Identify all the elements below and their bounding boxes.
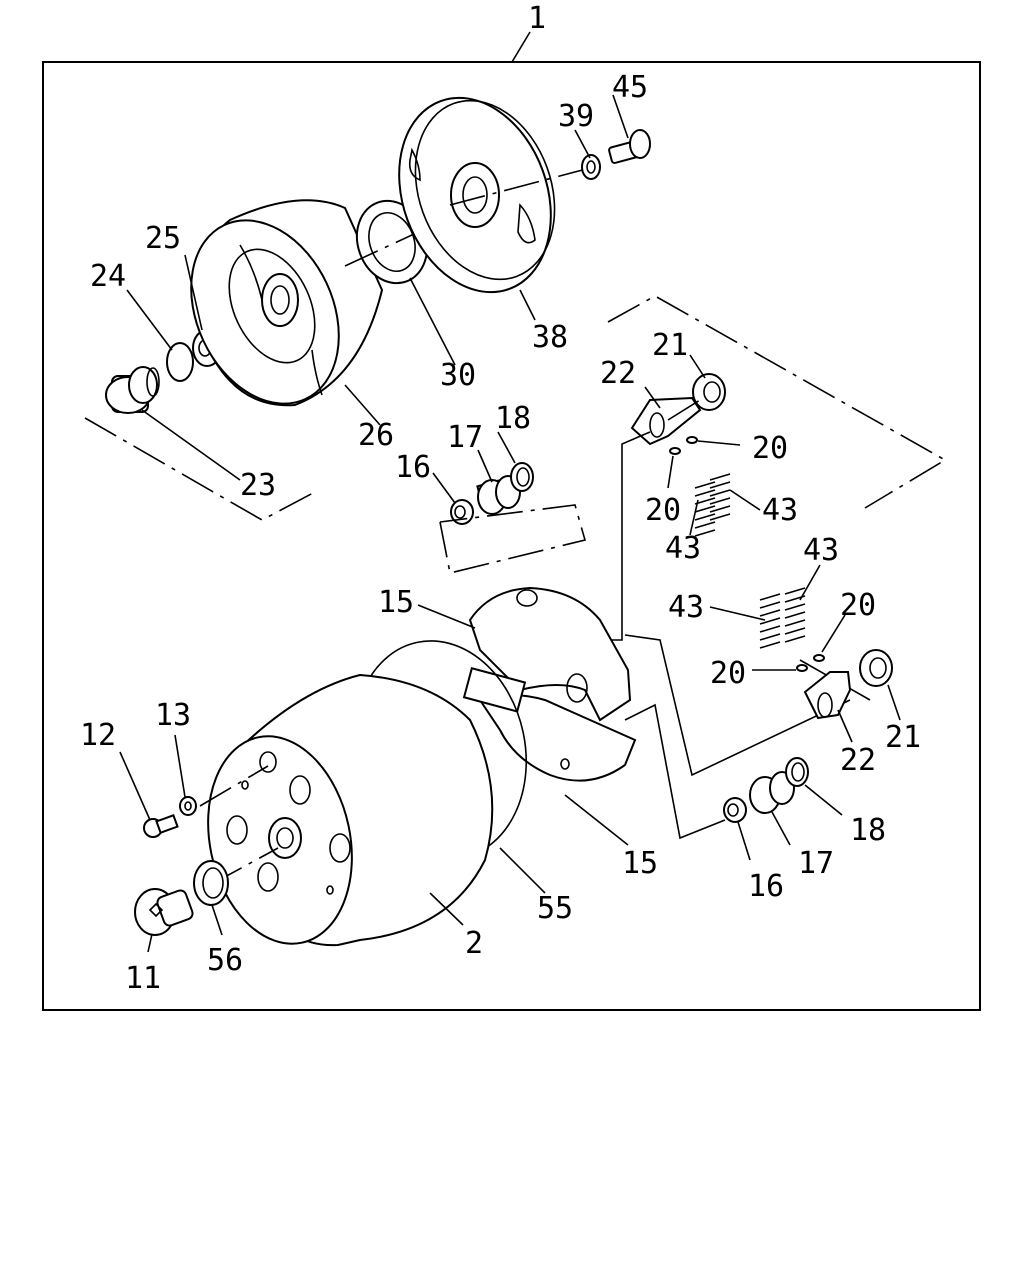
callout-spring-43-a: 43 (762, 493, 798, 528)
ring-18-lower-part (785, 757, 809, 787)
callout-ring-25: 25 (145, 221, 181, 256)
roller-21-upper-part (692, 373, 726, 411)
ring-18-upper-part (510, 462, 534, 492)
callout-pin-16-upper: 16 (395, 450, 431, 485)
callout-plug-nut-23: 23 (240, 468, 276, 503)
callout-gasket-55: 55 (537, 891, 573, 926)
callout-weight-15-upper: 15 (378, 585, 414, 620)
clip-20-a-part (686, 436, 698, 444)
callout-washer-56: 56 (207, 943, 243, 978)
pin-16-upper-part (450, 499, 474, 525)
assembly-frame (42, 61, 981, 1011)
springs-43-upper-part (694, 473, 731, 537)
callout-holder-22-lower: 22 (840, 743, 876, 778)
plug-23-part (105, 366, 160, 414)
callout-roller-21-upper: 21 (652, 328, 688, 363)
callout-holder-22-upper: 22 (600, 356, 636, 391)
callout-assembly: 1 (528, 1, 546, 36)
callout-clip-20-b: 20 (645, 493, 681, 528)
hub-disc-26-part (190, 199, 384, 407)
washer-56-part (193, 860, 229, 906)
callout-ring-18-lower: 18 (850, 813, 886, 848)
callout-ring-18-upper: 18 (495, 401, 531, 436)
callout-roller-21-lower: 21 (885, 720, 921, 755)
callout-nut-39: 39 (558, 99, 594, 134)
callout-screw-12: 12 (80, 718, 116, 753)
bolt-45-part (608, 129, 651, 164)
cover-plate-38-part (398, 96, 556, 294)
clip-20-c-part (796, 664, 808, 672)
callout-spring-43-b: 43 (665, 531, 701, 566)
washer-13-part (179, 796, 197, 816)
callout-hub-disc-26: 26 (358, 418, 394, 453)
callout-housing-2: 2 (465, 926, 483, 961)
callout-bearing-30: 30 (440, 358, 476, 393)
callout-washer-13: 13 (155, 698, 191, 733)
callout-clip-20-d: 20 (710, 656, 746, 691)
callout-weight-15-lower: 15 (622, 846, 658, 881)
callout-bushing-17-upper: 17 (447, 420, 483, 455)
plug-11-part (134, 888, 194, 936)
callout-bushing-17-lower: 17 (798, 846, 834, 881)
clip-20-d-part (813, 654, 825, 662)
bushing-17-lower-part (749, 771, 795, 814)
callout-spring-43-c: 43 (803, 533, 839, 568)
callout-bolt-45: 45 (612, 70, 648, 105)
callout-pin-16-lower: 16 (748, 869, 784, 904)
oring-24-part (166, 342, 194, 382)
callout-clip-20-a: 20 (752, 431, 788, 466)
holder-22-lower-part (803, 671, 852, 720)
callout-oring-24: 24 (90, 259, 126, 294)
springs-43-lower-part (759, 587, 806, 649)
callout-clip-20-c: 20 (840, 588, 876, 623)
callout-cover-plate-38: 38 (532, 320, 568, 355)
screw-12-part (143, 814, 179, 838)
roller-21-lower-part (859, 649, 893, 687)
clip-20-b-part (669, 447, 681, 455)
housing-2-part (207, 673, 494, 947)
weight-15-upper-part (468, 586, 632, 722)
callout-plug-11: 11 (125, 961, 161, 996)
nut-39-part (581, 154, 601, 180)
callout-spring-43-d: 43 (668, 590, 704, 625)
pin-16-lower-part (723, 797, 747, 823)
